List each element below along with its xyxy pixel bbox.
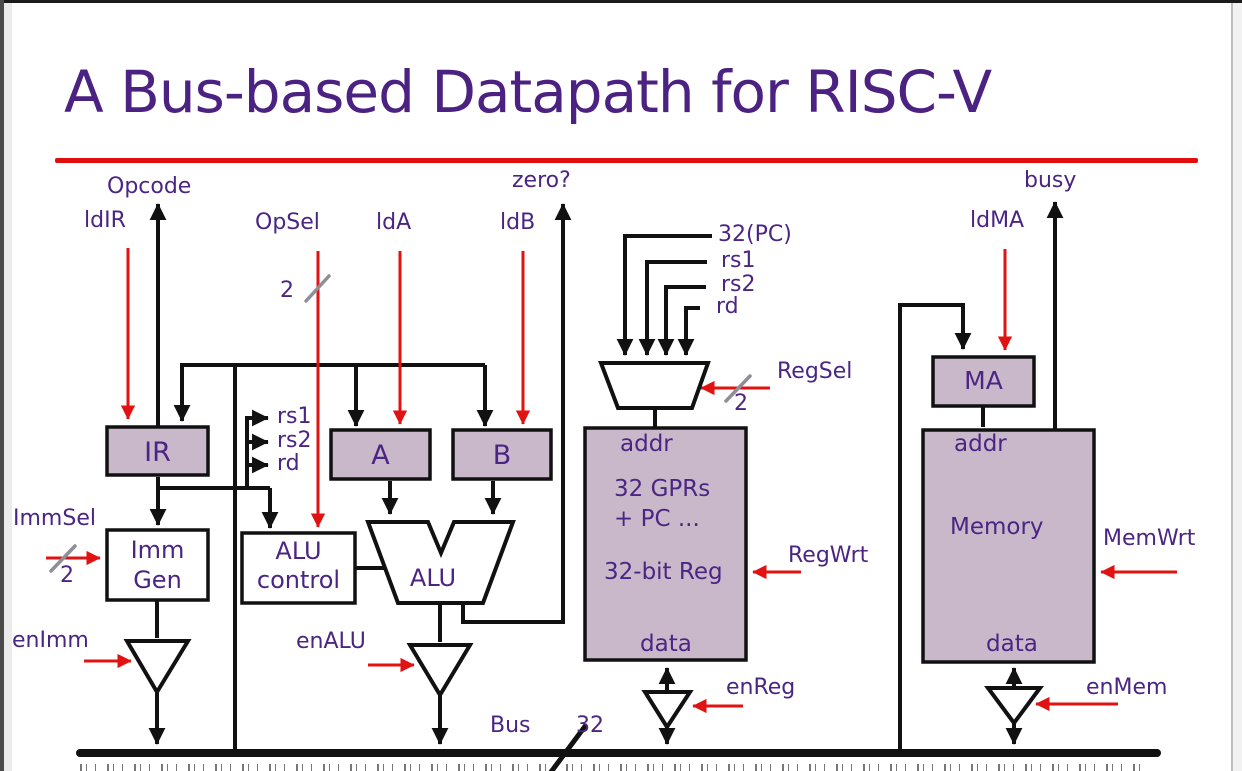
window-frame-left bbox=[0, 0, 4, 771]
label-opSel: OpSel bbox=[255, 210, 320, 235]
a-box-label: A bbox=[371, 440, 390, 471]
label-regSel: RegSel bbox=[777, 359, 853, 384]
alu-control-line1: ALU bbox=[275, 537, 322, 565]
enALU-driver bbox=[406, 643, 474, 699]
regfile-data-label: data bbox=[640, 631, 692, 657]
label-memWrt: MemWrt bbox=[1103, 526, 1196, 551]
a-register-box bbox=[329, 428, 432, 481]
ma-box-label: MA bbox=[964, 366, 1003, 395]
bus-to-ma bbox=[898, 303, 972, 751]
label-bus: Bus bbox=[490, 713, 531, 738]
label-enMem: enMem bbox=[1086, 675, 1168, 700]
mux-in-rs1 bbox=[638, 260, 707, 356]
window-frame-right-line bbox=[1231, 3, 1233, 771]
data-wires bbox=[148, 201, 1064, 751]
label-opSel-width: 2 bbox=[280, 278, 294, 303]
label-immSel-width: 2 bbox=[60, 563, 74, 588]
alu-control-box bbox=[240, 531, 357, 605]
imm-gen-box-label: Imm Gen bbox=[107, 535, 208, 595]
label-enReg: enReg bbox=[726, 675, 796, 700]
ma-register-box bbox=[931, 355, 1036, 408]
enMem-driver bbox=[984, 686, 1044, 727]
control-wires bbox=[46, 248, 1177, 714]
ir-register-box bbox=[105, 425, 210, 477]
enImm-driver bbox=[123, 639, 192, 696]
slide-title: A Bus-based Datapath for RISC-V bbox=[64, 58, 992, 126]
imm-gen-line1: Imm bbox=[130, 536, 185, 564]
regfile-gprs-label: 32 GPRs bbox=[614, 476, 711, 502]
immSel-width-slash bbox=[49, 544, 77, 573]
label-ir-field-rd: rd bbox=[277, 451, 300, 476]
imm-gen-line2: Gen bbox=[133, 566, 182, 594]
imm-gen-box bbox=[105, 528, 210, 602]
label-immSel: ImmSel bbox=[13, 506, 96, 531]
label-enImm: enImm bbox=[12, 628, 89, 653]
label-mux-input-rd: rd bbox=[716, 294, 739, 319]
window-frame-top bbox=[0, 0, 1242, 3]
red-divider-line bbox=[55, 158, 1198, 163]
label-ir-field-rs2: rs2 bbox=[277, 428, 312, 453]
mux-in-pc32 bbox=[616, 234, 712, 356]
register-file-box bbox=[583, 426, 748, 662]
regSel-width-slash bbox=[724, 374, 752, 403]
b-box-label: B bbox=[492, 440, 512, 471]
label-ir-field-rs1: rs1 bbox=[277, 404, 312, 429]
label-ldB: ldB bbox=[500, 210, 536, 235]
label-busy: busy bbox=[1024, 168, 1077, 193]
cut-off-caption bbox=[80, 764, 1142, 771]
window-frame-right bbox=[1233, 3, 1242, 771]
regsel-mux bbox=[598, 361, 711, 410]
label-opcode: Opcode bbox=[107, 174, 192, 199]
label-regSel-width: 2 bbox=[734, 391, 748, 416]
label-mux-input-rs2: rs2 bbox=[721, 272, 756, 297]
b-register-box bbox=[451, 428, 553, 481]
alu-label: ALU bbox=[409, 564, 457, 592]
ir-box-label: IR bbox=[144, 437, 171, 468]
window-frame-left-inner bbox=[4, 3, 12, 771]
memory-addr-label: addr bbox=[954, 431, 1007, 457]
label-ldIR: ldIR bbox=[84, 208, 126, 233]
label-regWrt: RegWrt bbox=[788, 543, 869, 568]
label-mux-input-rs1: rs1 bbox=[721, 248, 756, 273]
regfile-reg-label: 32-bit Reg bbox=[604, 559, 723, 585]
memory-data-label: data bbox=[986, 631, 1038, 657]
enReg-driver bbox=[641, 690, 694, 731]
memory-name-label: Memory bbox=[950, 514, 1044, 540]
bus-width-slashes bbox=[49, 274, 752, 573]
label-bus-width: 32 bbox=[576, 713, 604, 738]
memory-box bbox=[921, 428, 1096, 664]
alu-shape bbox=[365, 520, 516, 605]
alu-control-line2: control bbox=[256, 566, 341, 594]
label-mux-input-pc32: 32(PC) bbox=[718, 222, 792, 247]
label-zero: zero? bbox=[512, 168, 571, 193]
label-ldA: ldA bbox=[376, 210, 412, 235]
opSel-width-slash bbox=[304, 274, 331, 303]
label-ldMA: ldMA bbox=[970, 208, 1025, 233]
zero-wire bbox=[461, 203, 572, 624]
regfile-addr-label: addr bbox=[620, 431, 673, 457]
mux-in-rs2 bbox=[657, 285, 706, 356]
regfile-pc-label: + PC ... bbox=[614, 506, 700, 532]
alu-control-box-label: ALU control bbox=[242, 537, 355, 595]
label-enALU: enALU bbox=[296, 629, 366, 654]
mux-in-rd bbox=[677, 306, 700, 356]
